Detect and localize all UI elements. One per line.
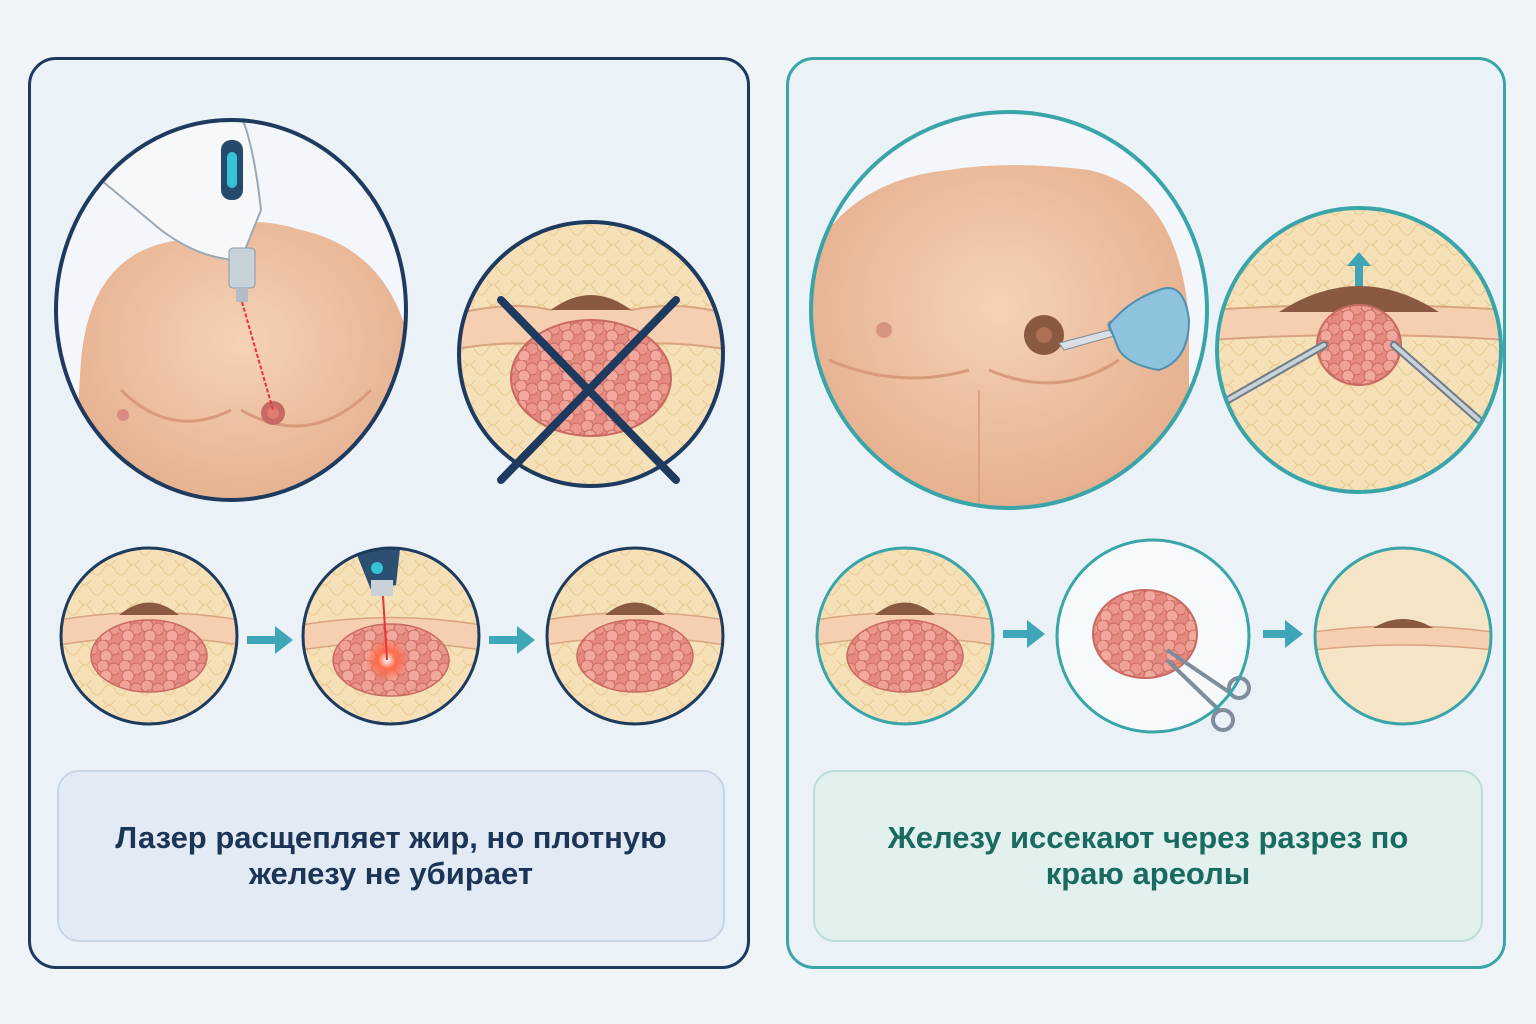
arrow-right-icon xyxy=(489,626,535,654)
surgery-caption-box: Железу иссекают через разрез по краю аре… xyxy=(813,770,1483,942)
gloved-hand-icon xyxy=(1107,287,1191,372)
incision-on-chest-scene xyxy=(809,110,1209,510)
laser-illustration xyxy=(54,118,725,726)
forceps-icon xyxy=(1217,341,1483,424)
arrow-right-icon xyxy=(1263,620,1303,648)
step-gland-remains xyxy=(545,546,725,726)
step-gland-before xyxy=(815,546,995,726)
step-gland-before xyxy=(59,546,239,726)
scissors-icon xyxy=(1165,648,1251,732)
step-after-removal xyxy=(1313,546,1493,726)
arrow-up-icon xyxy=(1347,252,1371,286)
arrow-right-icon xyxy=(1003,620,1045,648)
gland-remains-crossed xyxy=(457,220,725,488)
step-laser-applied xyxy=(301,546,481,726)
surgery-illustration xyxy=(809,110,1503,734)
laser-on-chest-scene xyxy=(54,118,408,502)
laser-caption-box: Лазер расщепляет жир, но плотную железу … xyxy=(57,770,725,942)
laser-beam xyxy=(241,301,274,411)
surgery-panel: Железу иссекают через разрез по краю аре… xyxy=(786,57,1506,969)
step-gland-removed xyxy=(1055,538,1251,734)
laser-caption: Лазер расщепляет жир, но плотную железу … xyxy=(115,820,667,891)
x-mark-icon xyxy=(497,296,680,484)
laser-panel: Лазер расщепляет жир, но плотную железу … xyxy=(28,57,750,969)
gland-extraction-scene xyxy=(1215,206,1503,494)
arrow-right-icon xyxy=(247,626,293,654)
surgery-caption: Железу иссекают через разрез по краю аре… xyxy=(887,820,1409,891)
